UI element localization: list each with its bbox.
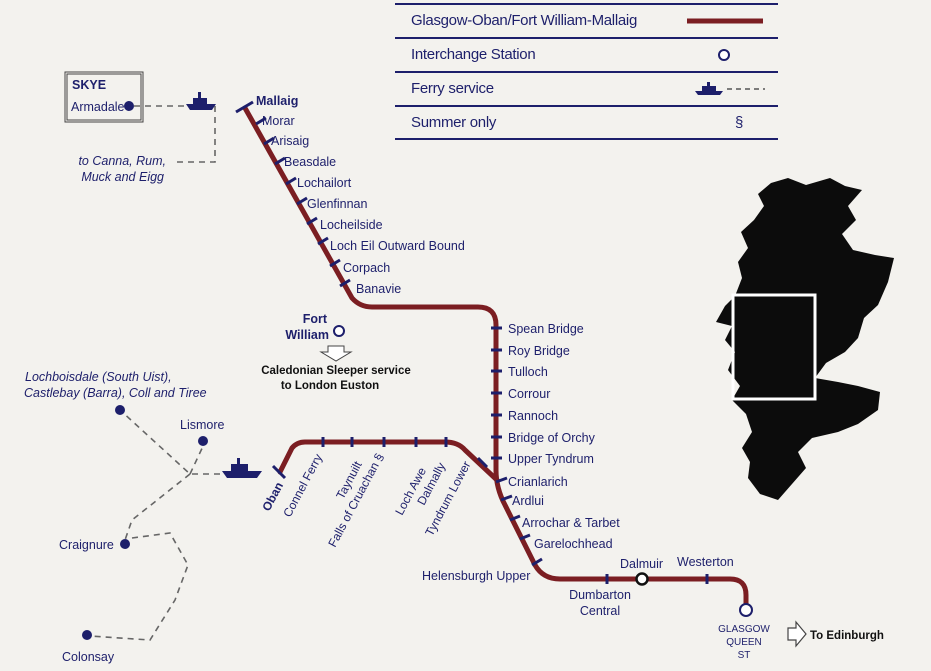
ferry-routes bbox=[89, 105, 220, 641]
oban-ferry-icon bbox=[222, 458, 262, 478]
legend-summer-label: Summer only bbox=[411, 114, 497, 131]
station-banavie: Banavie bbox=[356, 282, 401, 296]
station-roy-bridge: Roy Bridge bbox=[508, 344, 570, 358]
station-beasdale: Beasdale bbox=[284, 155, 336, 169]
mallaig-ferry-icon bbox=[186, 92, 216, 110]
sleeper-line2: to London Euston bbox=[281, 380, 379, 392]
armadale-label: Armadale bbox=[71, 100, 125, 114]
station-bridge-of-orchy: Bridge of Orchy bbox=[508, 431, 596, 445]
station-corpach: Corpach bbox=[343, 261, 390, 275]
station-glasgow-line2: QUEEN bbox=[726, 637, 762, 648]
station-arrochar: Arrochar & Tarbet bbox=[522, 516, 620, 530]
lochboisdale-note-line2: Castlebay (Barra), Coll and Tiree bbox=[24, 386, 207, 400]
colonsay-dot-icon bbox=[82, 630, 92, 640]
route-lines bbox=[242, 105, 749, 607]
route-line-swatch bbox=[687, 18, 763, 24]
station-tulloch: Tulloch bbox=[508, 365, 548, 379]
legend-route-label: Glasgow-Oban/Fort William-Mallaig bbox=[411, 12, 637, 29]
legend-row-route: Glasgow-Oban/Fort William-Mallaig bbox=[395, 3, 778, 36]
station-upper-tyndrum: Upper Tyndrum bbox=[508, 452, 594, 466]
station-mallaig: Mallaig bbox=[256, 94, 298, 108]
legend-row-interchange: Interchange Station bbox=[395, 37, 778, 70]
station-rannoch: Rannoch bbox=[508, 409, 558, 423]
station-crianlarich: Crianlarich bbox=[508, 475, 568, 489]
summer-symbol: § bbox=[735, 114, 744, 131]
station-arisaig: Arisaig bbox=[271, 134, 309, 148]
scotland-silhouette bbox=[716, 178, 894, 500]
ferry-icon bbox=[695, 82, 765, 95]
station-fort-line2: William bbox=[285, 328, 329, 342]
station-glasgow-line3: ST bbox=[738, 650, 751, 661]
station-morar: Morar bbox=[262, 114, 295, 128]
station-lochailort: Lochailort bbox=[297, 176, 352, 190]
legend-row-ferry: Ferry service bbox=[395, 71, 778, 104]
skye-box bbox=[64, 71, 144, 123]
edinburgh-arrow-icon bbox=[787, 620, 807, 648]
station-locheilside: Locheilside bbox=[320, 218, 383, 232]
legend-interchange-label: Interchange Station bbox=[411, 46, 536, 63]
lochboisdale-note-line1: Lochboisdale (South Uist), bbox=[25, 370, 172, 384]
canna-note-line1: to Canna, Rum, bbox=[78, 154, 166, 168]
station-garelochhead: Garelochhead bbox=[534, 537, 613, 551]
lochboisdale-dot-icon bbox=[115, 405, 125, 415]
station-dumbarton-line2: Central bbox=[580, 604, 620, 618]
station-glasgow-line1: GLASGOW bbox=[718, 624, 770, 635]
station-ticks bbox=[235, 100, 709, 584]
to-edinburgh-label: To Edinburgh bbox=[810, 630, 884, 642]
sleeper-arrow-icon bbox=[319, 345, 353, 362]
canna-note-line2: Muck and Eigg bbox=[81, 170, 164, 184]
station-corrour: Corrour bbox=[508, 387, 550, 401]
skye-title: SKYE bbox=[72, 78, 106, 92]
lismore-dot-icon bbox=[198, 436, 208, 446]
interchange-circle-icon bbox=[718, 49, 730, 61]
map-area-outline bbox=[731, 293, 817, 401]
station-ardlui: Ardlui bbox=[512, 494, 544, 508]
station-loch-eil: Loch Eil Outward Bound bbox=[330, 239, 465, 253]
legend-ferry-label: Ferry service bbox=[411, 80, 494, 97]
station-westerton: Westerton bbox=[677, 555, 734, 569]
map-legend: Glasgow-Oban/Fort William-Mallaig Interc… bbox=[395, 3, 778, 140]
colonsay-label: Colonsay bbox=[62, 650, 115, 664]
station-helensburgh: Helensburgh Upper bbox=[422, 569, 530, 583]
craignure-label: Craignure bbox=[59, 538, 114, 552]
dalmuir-interchange-icon bbox=[635, 572, 649, 586]
sleeper-line1: Caledonian Sleeper service bbox=[261, 365, 411, 377]
station-glenfinnan: Glenfinnan bbox=[307, 197, 368, 211]
lismore-label: Lismore bbox=[180, 418, 225, 432]
fort-william-interchange-icon bbox=[333, 325, 345, 337]
station-dumbarton-line1: Dumbarton bbox=[569, 588, 631, 602]
craignure-dot-icon bbox=[120, 539, 130, 549]
legend-row-summer: Summer only § bbox=[395, 105, 778, 140]
station-dalmuir: Dalmuir bbox=[620, 557, 663, 571]
glasgow-terminal-icon bbox=[739, 603, 753, 617]
armadale-dot-icon bbox=[124, 101, 134, 111]
station-fort-line1: Fort bbox=[303, 312, 328, 326]
station-spean-bridge: Spean Bridge bbox=[508, 322, 584, 336]
